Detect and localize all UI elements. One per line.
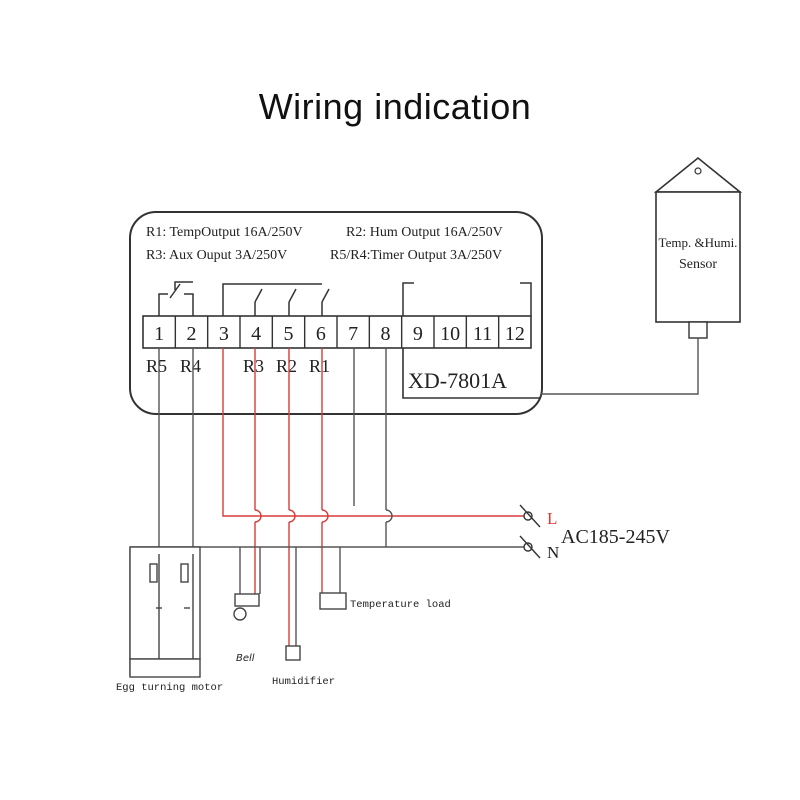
terminal-10: 10 <box>440 323 460 345</box>
sensor-label-line2: Sensor <box>679 257 717 272</box>
terminal-7: 7 <box>348 323 358 345</box>
relay-contacts <box>158 281 532 316</box>
neutral-label: N <box>547 543 559 562</box>
bell-icon <box>233 593 260 621</box>
terminal-2: 2 <box>187 323 197 345</box>
power-switches <box>519 504 541 559</box>
voltage-label: AC185-245V <box>561 526 670 548</box>
terminal-1: 1 <box>154 323 164 345</box>
terminal-12: 12 <box>505 323 525 345</box>
model-label: XD-7801A <box>408 368 507 393</box>
live-wiring <box>222 348 524 646</box>
relay-label-r2: R2 <box>276 356 297 376</box>
sensor-label-line1: Temp. &Humi. <box>659 235 738 250</box>
terminal-8: 8 <box>381 323 391 345</box>
temperature-load-icon <box>319 592 347 610</box>
humidifier-icon <box>285 645 301 661</box>
bell-label: Bell <box>236 653 255 664</box>
terminal-6: 6 <box>316 323 326 345</box>
terminal-9: 9 <box>413 323 423 345</box>
spec-r5r4: R5/R4:Timer Output 3A/250V <box>330 248 502 263</box>
terminal-4: 4 <box>251 323 261 345</box>
sensor-cable <box>541 338 699 395</box>
spec-r1: R1: TempOutput 16A/250V <box>146 225 303 240</box>
humidifier-label: Humidifier <box>272 676 335 688</box>
relay-label-r5: R5 <box>146 356 167 376</box>
sensor: Temp. &Humi. Sensor <box>653 156 743 339</box>
relay-label-r1: R1 <box>309 356 330 376</box>
spec-r3: R3: Aux Ouput 3A/250V <box>146 248 287 263</box>
egg-motor-label: Egg turning motor <box>116 682 223 694</box>
terminal-11: 11 <box>473 323 492 345</box>
terminal-5: 5 <box>284 323 294 345</box>
terminal-3: 3 <box>219 323 229 345</box>
spec-r2: R2: Hum Output 16A/250V <box>346 225 503 240</box>
live-label: L <box>547 509 557 528</box>
neutral-wiring <box>129 348 524 676</box>
relay-label-r4: R4 <box>180 356 201 376</box>
controller-housing <box>129 211 543 415</box>
page-title: Wiring indication <box>258 86 532 127</box>
relay-label-r3: R3 <box>243 356 264 376</box>
egg-motor <box>129 546 201 678</box>
temperature-load-label: Temperature load <box>350 599 451 611</box>
model-box <box>402 348 541 399</box>
